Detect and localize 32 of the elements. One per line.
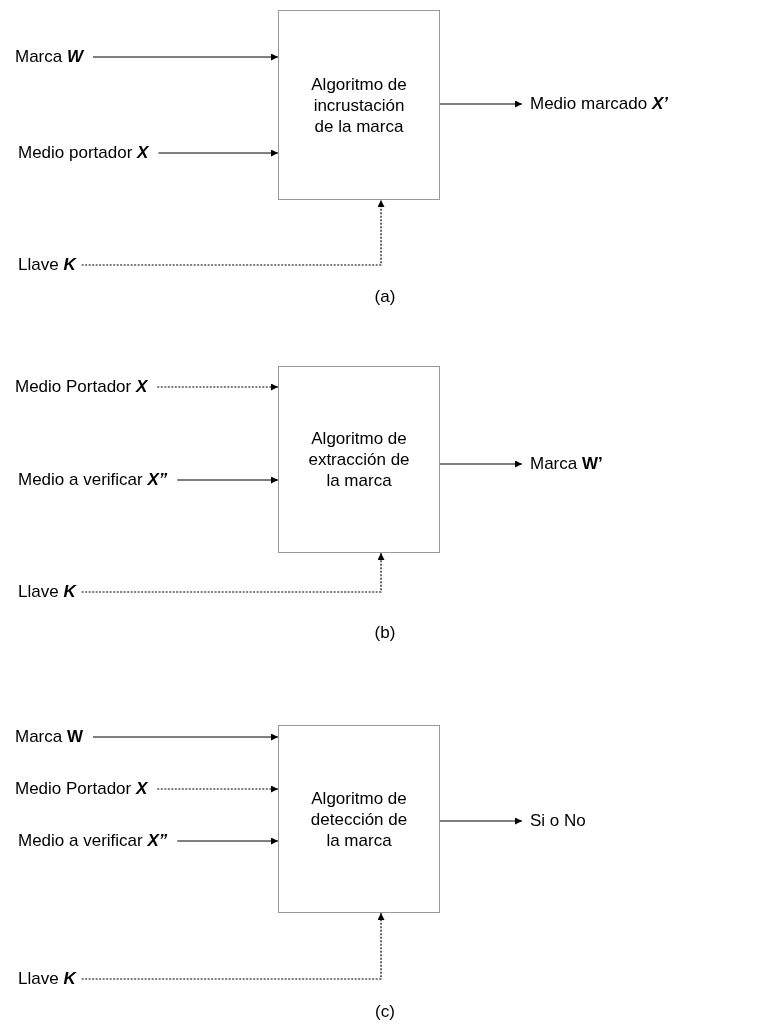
- signal-label: Llave K: [18, 582, 76, 602]
- process-box: Algoritmo de incrustación de la marca: [278, 10, 440, 200]
- signal-label: Medio a verificar X”: [18, 470, 168, 490]
- signal-label: Marca W: [15, 47, 83, 67]
- arrow: [157, 149, 279, 157]
- signal-label: Medio marcado X’: [530, 94, 668, 114]
- arrow: [92, 733, 279, 741]
- arrow: [81, 552, 385, 593]
- signal-label: Marca W: [15, 727, 83, 747]
- signal-label: Llave K: [18, 255, 76, 275]
- process-box: Algoritmo de extracción de la marca: [278, 366, 440, 553]
- arrow: [81, 912, 385, 980]
- signal-label: Si o No: [530, 811, 586, 831]
- panel-label: (a): [374, 287, 396, 307]
- arrow: [439, 460, 523, 468]
- arrow: [156, 383, 279, 391]
- panel-label: (b): [374, 623, 396, 643]
- signal-label: Medio a verificar X”: [18, 831, 168, 851]
- signal-label: Marca W’: [530, 454, 603, 474]
- arrow: [81, 199, 385, 266]
- arrow: [176, 837, 279, 845]
- arrow: [176, 476, 279, 484]
- panel-label: (c): [375, 1002, 395, 1022]
- signal-label: Medio Portador X: [15, 377, 148, 397]
- signal-label: Medio Portador X: [15, 779, 148, 799]
- signal-label: Llave K: [18, 969, 76, 989]
- arrow: [92, 53, 279, 61]
- signal-label: Medio portador X: [18, 143, 149, 163]
- arrow: [439, 100, 523, 108]
- arrow: [156, 785, 279, 793]
- process-box: Algoritmo de detección de la marca: [278, 725, 440, 913]
- arrow: [439, 817, 523, 825]
